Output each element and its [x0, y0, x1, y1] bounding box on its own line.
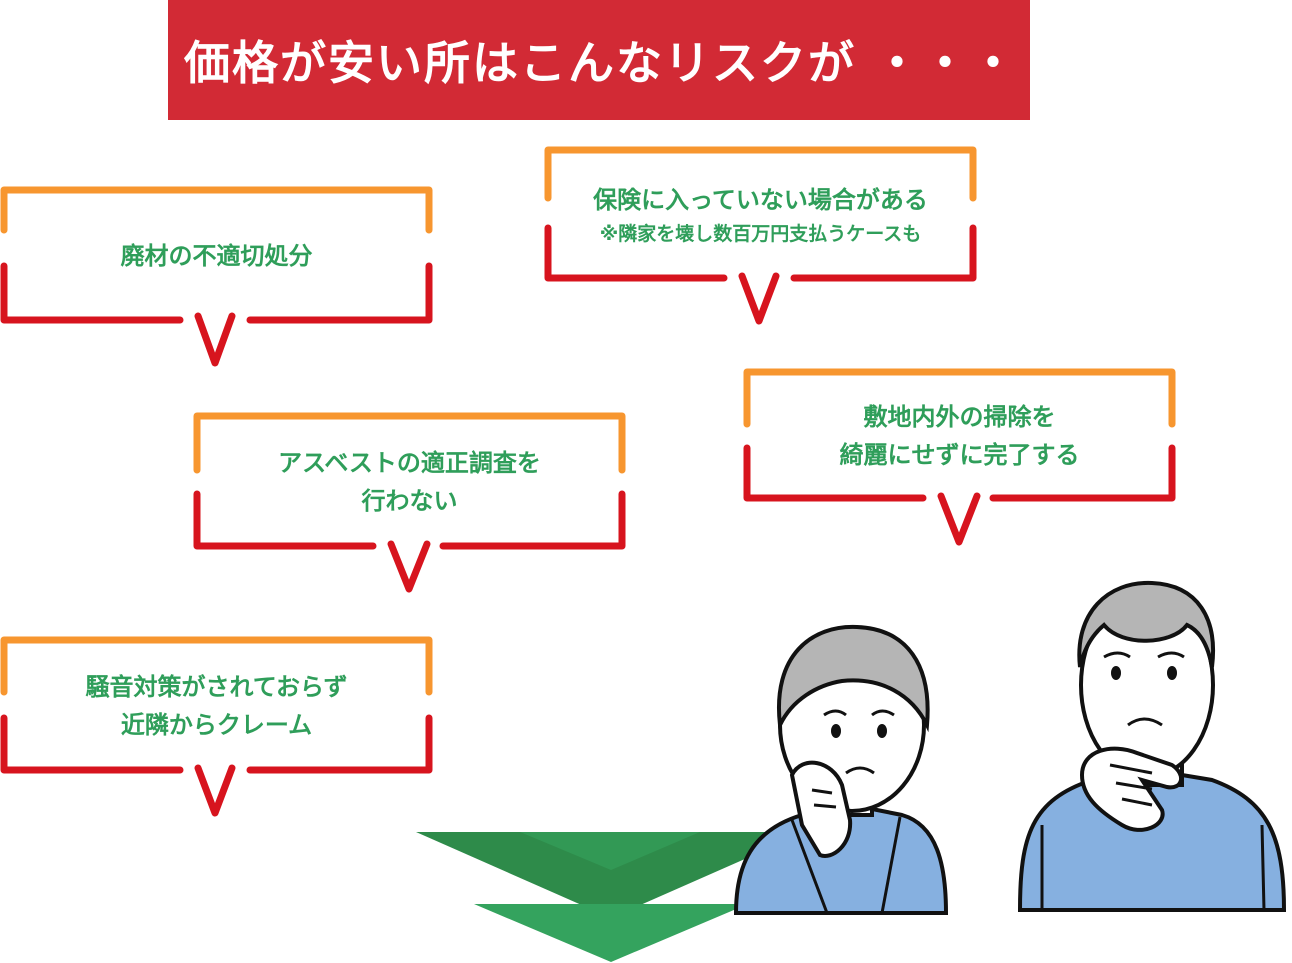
- worried-woman-icon: [733, 624, 949, 915]
- bubble-note: ※隣家を壊し数百万円支払うケースも: [599, 223, 922, 245]
- risk-bubble-waste: 廃材の不適切処分: [0, 186, 433, 367]
- risk-bubble-noise: 騒音対策がされておらず 近隣からクレーム: [0, 636, 433, 817]
- bubble-frame: [544, 146, 977, 325]
- risk-bubble-cleaning: 敷地内外の掃除を 綺麗にせずに完了する: [743, 368, 1176, 546]
- risk-bubble-insurance: 保険に入っていない場合がある ※隣家を壊し数百万円支払うケースも: [544, 146, 977, 325]
- bubble-text: 綺麗にせずに完了する: [839, 441, 1080, 469]
- bubble-text: 敷地内外の掃除を: [863, 403, 1056, 431]
- bubble-frame: [193, 412, 626, 593]
- bubble-frame: [0, 186, 433, 367]
- bubble-frame: [743, 368, 1176, 546]
- bubble-frame: [0, 636, 433, 817]
- bubble-text: 騒音対策がされておらず: [85, 673, 348, 701]
- bubble-text: 廃材の不適切処分: [120, 242, 313, 270]
- worried-man-icon: [1017, 580, 1287, 912]
- risk-bubble-asbestos: アスベストの適正調査を 行わない: [193, 412, 626, 593]
- bubble-text: 保険に入っていない場合がある: [593, 186, 928, 214]
- bubble-text: 行わない: [361, 487, 458, 515]
- bubble-text: 近隣からクレーム: [120, 711, 313, 739]
- bubble-text: アスベストの適正調査を: [278, 449, 541, 477]
- header-banner: 価格が安い所はこんなリスクが ・・・: [168, 0, 1030, 120]
- header-title: 価格が安い所はこんなリスクが ・・・: [184, 36, 1019, 90]
